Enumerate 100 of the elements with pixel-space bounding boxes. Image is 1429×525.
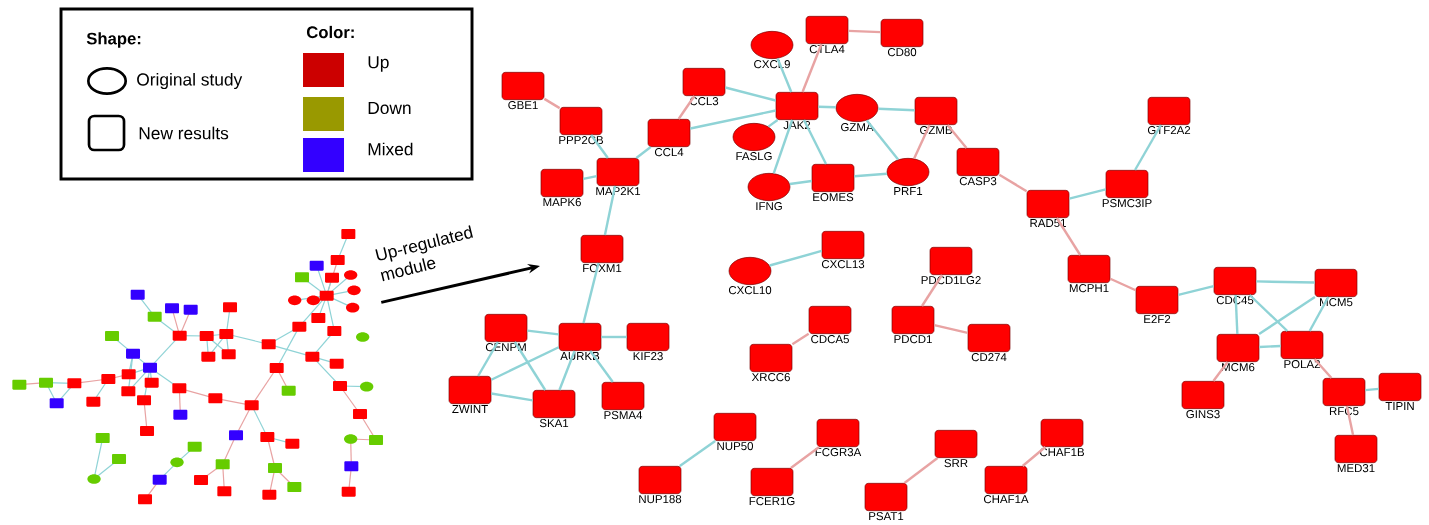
node-label: FCGR3A — [815, 448, 862, 457]
gene-box: PSAT1 — [864, 483, 908, 521]
gene-box: TIPIN — [1378, 373, 1422, 410]
node-label: GTF2A2 — [1147, 126, 1191, 135]
network-edge — [1178, 285, 1214, 296]
gene-box: EOMES — [811, 164, 855, 202]
gene-box: SRR — [934, 430, 978, 468]
gene-box: SKA1 — [532, 390, 576, 428]
network-edge — [679, 440, 716, 467]
network-edge — [790, 446, 820, 469]
gene-box: FCGR3A — [815, 419, 862, 457]
node-label: SKA1 — [539, 419, 569, 428]
gene-box: PSMA4 — [601, 382, 645, 420]
legend-label: Up — [368, 56, 389, 72]
node-label: NUP50 — [717, 442, 754, 451]
gene-box: PSMC3IP — [1102, 170, 1152, 208]
node-label: MAPK6 — [543, 198, 581, 207]
network-edge — [1212, 361, 1229, 382]
network-edge — [854, 172, 887, 178]
network-edge — [589, 350, 614, 383]
network-edge — [921, 274, 943, 307]
network-edge — [878, 107, 915, 112]
network-edge — [543, 97, 561, 110]
node-label: IFNG — [756, 202, 782, 211]
node-label: FASLG — [736, 152, 772, 161]
gene-box: CD274 — [967, 324, 1011, 362]
node-label: CDCA5 — [811, 335, 849, 344]
node-label: ZWINT — [452, 405, 488, 413]
gene-box: GINS3 — [1181, 381, 1225, 419]
gene-box: GBE1 — [501, 72, 545, 110]
network-edge — [801, 43, 823, 93]
gene-box: PDCD1 — [891, 306, 935, 344]
gene-box: MAPK6 — [540, 169, 584, 207]
network-edge — [513, 341, 547, 391]
node-label: CASP3 — [959, 177, 997, 186]
network-edge — [490, 346, 560, 381]
network-edge — [946, 124, 968, 149]
network-edge — [1365, 387, 1379, 392]
node-label: CCL4 — [654, 148, 684, 157]
gene-box: NUP188 — [638, 466, 682, 504]
node-label: PDCD1LG2 — [921, 276, 981, 285]
node-label: GBE1 — [508, 101, 538, 110]
gene-box: KIF23 — [626, 323, 670, 361]
gene-box: RFC5 — [1322, 378, 1366, 416]
gene-box: RAD51 — [1026, 190, 1070, 228]
ellipse-node: PRF1 — [886, 158, 930, 195]
gene-box: XRCC6 — [749, 344, 793, 382]
gene-box: PPP2CB — [559, 107, 604, 145]
network-edge — [1308, 296, 1330, 332]
network-edge — [725, 86, 776, 102]
gene-box: CXCL13 — [821, 231, 865, 269]
node-label: GINS3 — [1186, 410, 1220, 419]
gene-box: MED31 — [1334, 435, 1378, 473]
network-edge — [1259, 344, 1281, 349]
node-label: PPP2CB — [559, 136, 604, 145]
network-edge — [601, 335, 627, 339]
node-label: CHAF1A — [983, 495, 1029, 504]
network-edge — [865, 119, 900, 161]
node-label: SRR — [944, 459, 968, 468]
gene-box: CD80 — [880, 19, 924, 57]
legend-heading: Color: — [306, 25, 354, 39]
network-edge — [590, 134, 609, 159]
network-edge — [1256, 280, 1315, 284]
network-edge — [934, 323, 968, 335]
network-edge — [1313, 358, 1333, 379]
network-edge — [477, 341, 499, 377]
node-label: PDCD1 — [894, 335, 932, 344]
network-edge — [1345, 405, 1355, 436]
legend-label: Down — [368, 101, 411, 115]
network-edge — [1055, 217, 1082, 256]
network-edge — [1258, 296, 1316, 335]
node-label: RAD51 — [1030, 219, 1066, 228]
network-edge — [802, 119, 828, 165]
node-label: TIPIN — [1385, 402, 1414, 410]
node-label: MCPH1 — [1069, 284, 1109, 293]
legend-heading: Shape: — [86, 32, 141, 48]
gene-box: E2F2 — [1135, 286, 1179, 324]
network-edge — [848, 29, 881, 34]
network-edge — [818, 105, 836, 109]
gene-box: ZWINT — [448, 376, 492, 413]
node-label: EOMES — [813, 193, 854, 202]
network-edge — [635, 146, 652, 159]
node-label: RFC5 — [1329, 407, 1359, 416]
gene-box: NUP50 — [713, 413, 757, 451]
network-edge — [903, 457, 939, 484]
gene-box: FCER1G — [749, 468, 795, 506]
network-edge — [1069, 188, 1106, 200]
node-label: E2F2 — [1144, 315, 1171, 324]
network-edge — [1109, 277, 1137, 292]
gene-box: MCPH1 — [1067, 255, 1111, 293]
network-edge — [998, 173, 1028, 193]
network-edge — [1248, 294, 1289, 332]
node-label: XRCC6 — [751, 373, 790, 382]
network-edge — [767, 119, 779, 128]
network-edge — [527, 329, 559, 336]
legend-label: Original study — [137, 72, 243, 90]
gene-box: POLA2 — [1280, 331, 1324, 369]
node-label: MED31 — [1337, 464, 1375, 473]
network-edge — [913, 124, 931, 160]
legend-label: Mixed — [368, 142, 413, 156]
